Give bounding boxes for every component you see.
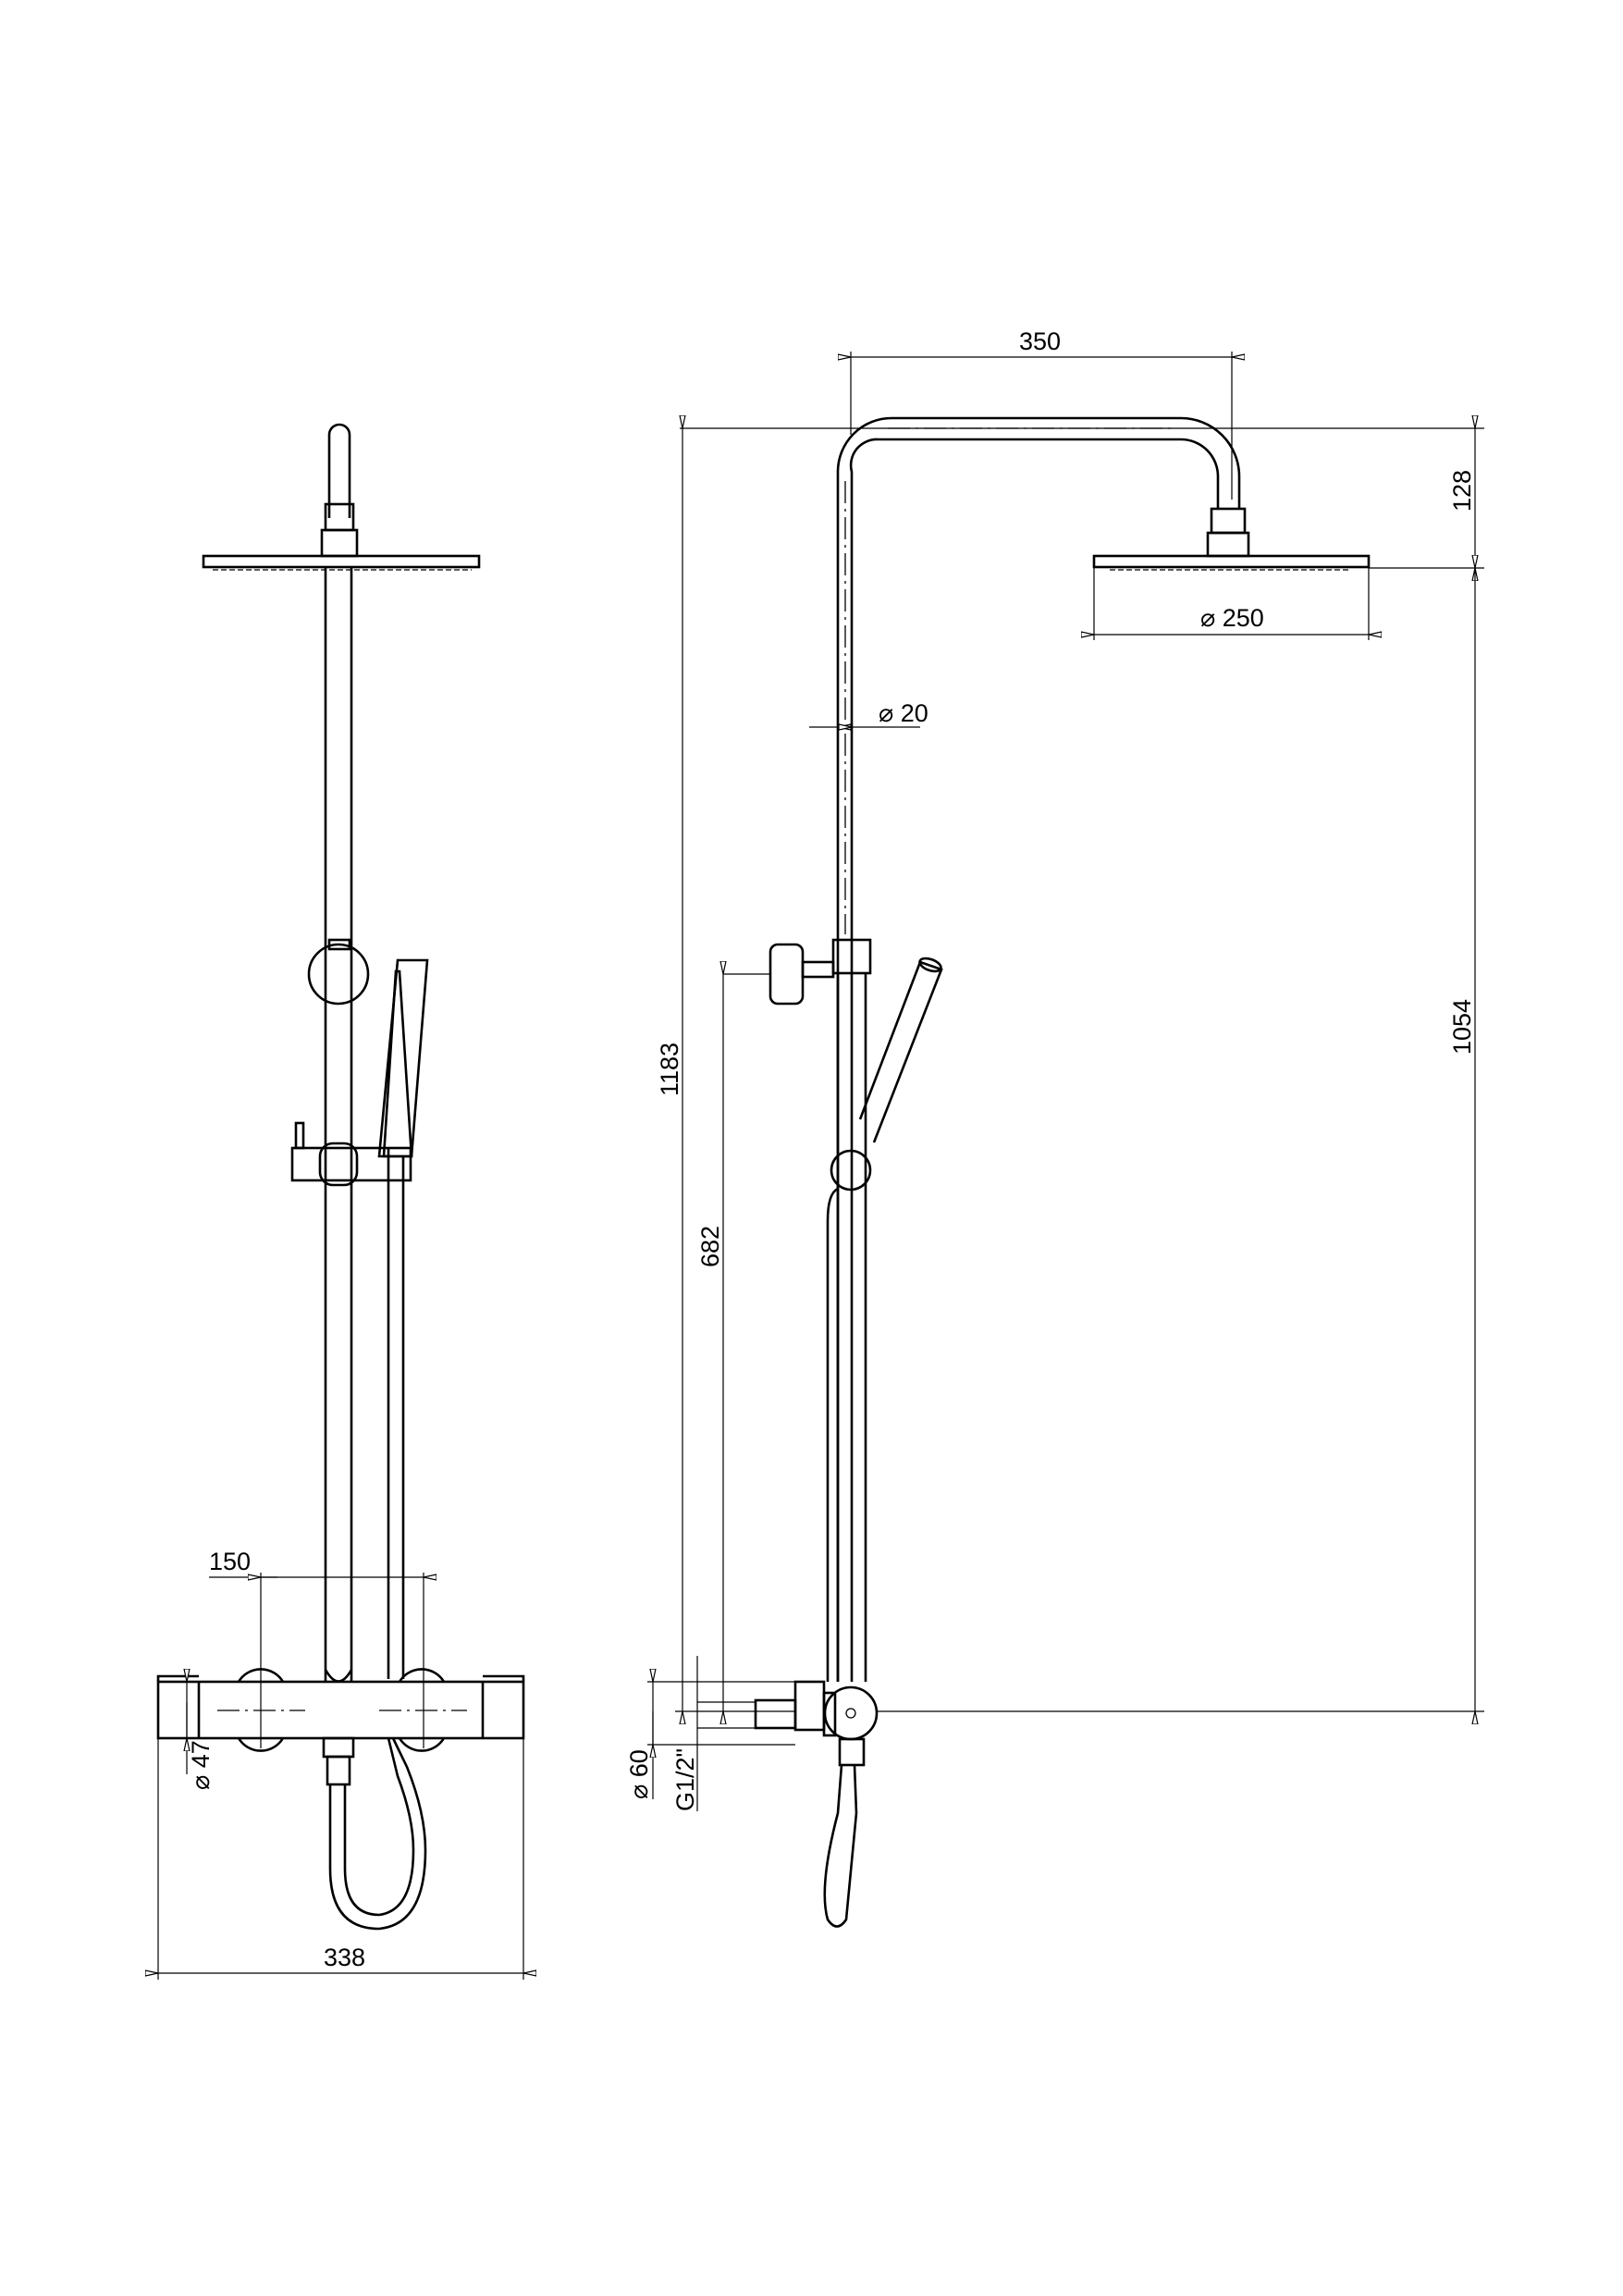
dim-overall-height: 1183 [656,1043,683,1096]
dim-valve-spacing: 150 [209,1548,251,1575]
dim-holder-to-inlet: 682 [696,1226,724,1267]
dim-arm-projection: 350 [1019,327,1061,355]
dim-head-height: 128 [1448,470,1476,512]
dim-head-to-inlet: 1054 [1448,999,1476,1055]
dim-overall-width: 338 [324,1944,365,1971]
side-view: 350 128 1054 ⌀ 250 ⌀ 20 1183 682 ⌀ 60 [625,327,1484,1928]
front-view: 150 ⌀ 47 338 [158,423,523,1980]
dim-thread: G1/2" [671,1748,699,1811]
dim-pipe-diameter: ⌀ 20 [879,699,928,727]
dim-knob-diameter: ⌀ 47 [187,1740,215,1790]
dim-escutcheon-diameter: ⌀ 60 [625,1749,653,1799]
dim-head-diameter: ⌀ 250 [1200,604,1264,632]
